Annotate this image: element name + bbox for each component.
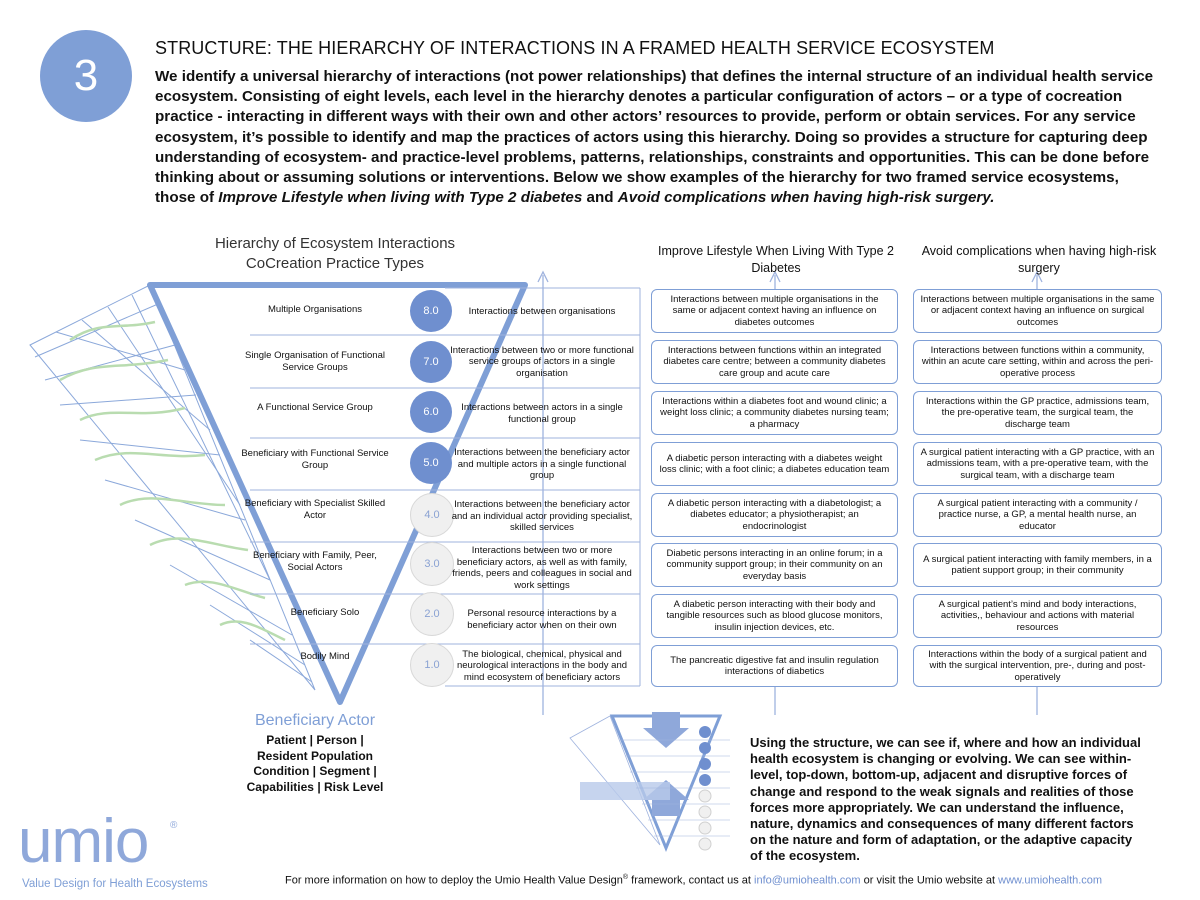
level-badge-4: 4.0 <box>410 493 454 537</box>
footer-registered-mark: ® <box>622 874 629 881</box>
level-label-7: Single Organisation of Functional Servic… <box>245 350 385 373</box>
section-number-badge: 3 <box>40 30 132 122</box>
level-label-5: Beneficiary with Functional Service Grou… <box>241 448 389 471</box>
intro-and: and <box>582 189 618 207</box>
footer-text-1: For more information on how to deploy th… <box>285 874 623 887</box>
surgery-box-7: Interactions between functions within a … <box>913 340 1162 384</box>
level-badge-5: 5.0 <box>410 442 452 484</box>
level-label-4: Beneficiary with Specialist Skilled Acto… <box>244 498 386 521</box>
diabetes-box-5: A diabetic person interacting with a dia… <box>651 442 898 486</box>
level-description-4: Interactions between the beneficiary act… <box>451 499 633 534</box>
surgery-box-2: A surgical patient’s mind and body inter… <box>913 594 1162 638</box>
hierarchy-title: Hierarchy of Ecosystem Interactions CoCr… <box>180 234 490 274</box>
level-badge-8: 8.0 <box>410 290 452 332</box>
surgery-box-4: A surgical patient interacting with a co… <box>913 493 1162 537</box>
umio-logo: umio <box>18 807 149 876</box>
level-description-7: Interactions between two or more functio… <box>450 344 634 379</box>
beneficiary-actor-title: Beneficiary Actor <box>254 712 376 729</box>
hierarchy-title-line2: CoCreation Practice Types <box>245 255 425 272</box>
side-net <box>29 284 316 691</box>
diabetes-box-7: Interactions between functions within an… <box>651 340 898 384</box>
page-title: STRUCTURE: THE HIERARCHY OF INTERACTIONS… <box>155 38 995 58</box>
level-description-6: Interactions between actors in a single … <box>461 402 623 425</box>
level-badge-1: 1.0 <box>410 643 454 687</box>
level-label-8: Multiple Organisations <box>268 304 362 315</box>
level-description-8: Interactions between organisations <box>468 306 616 318</box>
diabetes-box-2: A diabetic person interacting with their… <box>651 594 898 638</box>
diabetes-box-1: The pancreatic digestive fat and insulin… <box>651 645 898 687</box>
level-badge-2: 2.0 <box>410 592 454 636</box>
intro-paragraph: We identify a universal hierarchy of int… <box>155 67 1155 208</box>
surgery-box-1: Interactions within the body of a surgic… <box>913 645 1162 687</box>
footer-text-3: or visit the Umio website at <box>860 874 999 887</box>
level-label-2: Beneficiary Solo <box>290 607 360 618</box>
level-badge-3: 3.0 <box>410 542 454 586</box>
beneficiary-actor-details: Patient | Person | Resident Population C… <box>240 733 390 795</box>
diabetes-box-4: A diabetic person interacting with a dia… <box>651 493 898 537</box>
level-label-3: Beneficiary with Family, Peer, Social Ac… <box>253 550 377 573</box>
hierarchy-title-line1: Hierarchy of Ecosystem Interactions <box>214 235 456 252</box>
net-flow-arrows <box>59 320 286 642</box>
surgery-box-6: Interactions within the GP practice, adm… <box>913 391 1162 435</box>
footer-text-2: framework, contact us at <box>628 874 755 887</box>
summary-paragraph: Using the structure, we can see if, wher… <box>750 735 1141 864</box>
beneficiary-line-4: Capabilities | Risk Level <box>246 779 384 794</box>
level-label-6: A Functional Service Group <box>257 402 373 413</box>
diabetes-box-8: Interactions between multiple organisati… <box>651 289 898 333</box>
column-title-diabetes: Improve Lifestyle When Living With Type … <box>658 244 894 275</box>
intro-italic-surgery: Avoid complications when having high-ris… <box>617 189 995 207</box>
beneficiary-line-1: Patient | Person | <box>266 733 364 747</box>
level-label-1: Bodily Mind <box>300 651 350 662</box>
beneficiary-line-2: Resident Population <box>256 748 373 763</box>
diabetes-box-6: Interactions within a diabetes foot and … <box>651 391 898 435</box>
beneficiary-line-3: Condition | Segment | <box>253 764 377 778</box>
diabetes-box-3: Diabetic persons interacting in an onlin… <box>651 543 898 587</box>
column-title-surgery: Avoid complications when having high-ris… <box>921 244 1157 275</box>
level-description-1: The biological, chemical, physical and n… <box>456 648 628 683</box>
level-description-5: Interactions between the beneficiary act… <box>454 447 630 482</box>
website-link[interactable]: www.umiohealth.com <box>998 874 1103 887</box>
intro-text: We identify a universal hierarchy of int… <box>155 68 1154 207</box>
logo-registered-mark: ® <box>170 820 178 831</box>
footer: For more information on how to deploy th… <box>285 874 1102 887</box>
intro-italic-diabetes: Improve Lifestyle when living with Type … <box>218 189 583 207</box>
email-link[interactable]: info@umiohealth.com <box>754 874 861 887</box>
surgery-box-3: A surgical patient interacting with fami… <box>913 543 1162 587</box>
thumbnail-diagram <box>569 712 730 852</box>
surgery-box-8: Interactions between multiple organisati… <box>913 289 1162 333</box>
level-badge-7: 7.0 <box>410 341 452 383</box>
logo-tagline: Value Design for Health Ecosystems <box>22 878 208 890</box>
surgery-box-5: A surgical patient interacting with a GP… <box>913 442 1162 486</box>
level-description-3: Interactions between two or more benefic… <box>452 545 632 591</box>
level-description-2: Personal resource interactions by a bene… <box>467 608 617 631</box>
level-badge-6: 6.0 <box>410 391 452 433</box>
